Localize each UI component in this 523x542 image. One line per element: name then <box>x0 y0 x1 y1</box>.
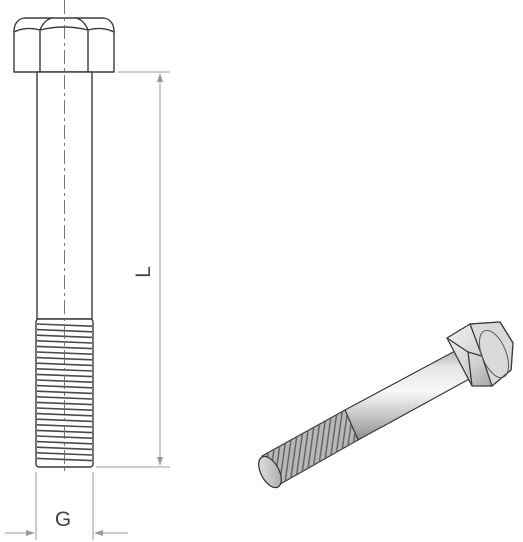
iso-bolt-tip <box>258 455 282 489</box>
thread-crest-line <box>36 412 93 417</box>
length-arrow-bottom <box>157 457 163 466</box>
thread-crest-line <box>36 340 93 344</box>
thread-crest-line <box>36 390 93 395</box>
thread-crest-line <box>36 446 93 451</box>
hex-head-chamfer-middle <box>39 26 89 31</box>
iso-hex-head-washer-face <box>478 329 510 379</box>
thread-diameter-label: G <box>55 508 71 531</box>
bolt-isometric-view <box>258 321 514 489</box>
diameter-arrow-left <box>26 530 35 536</box>
iso-hex-head-edge-lower <box>467 351 473 387</box>
thread-diameter-dimension <box>5 472 128 540</box>
iso-hex-head <box>446 321 514 387</box>
length-dimension <box>96 71 170 468</box>
iso-thread-crests <box>262 410 358 487</box>
thread-crest-line <box>36 362 93 367</box>
thread-crest-line <box>36 440 93 445</box>
hex-head-chamfer-left <box>13 27 41 33</box>
bolt-head-front <box>13 17 115 73</box>
diameter-arrow-right <box>94 530 103 536</box>
thread-crest-line <box>36 345 93 350</box>
hex-head-outline <box>13 17 115 73</box>
length-arrow-top <box>157 73 163 82</box>
hex-head-chamfer-right <box>87 27 115 33</box>
length-label: L <box>132 266 155 278</box>
thread-crest-line <box>36 396 93 400</box>
bolt-front-view <box>13 0 115 475</box>
